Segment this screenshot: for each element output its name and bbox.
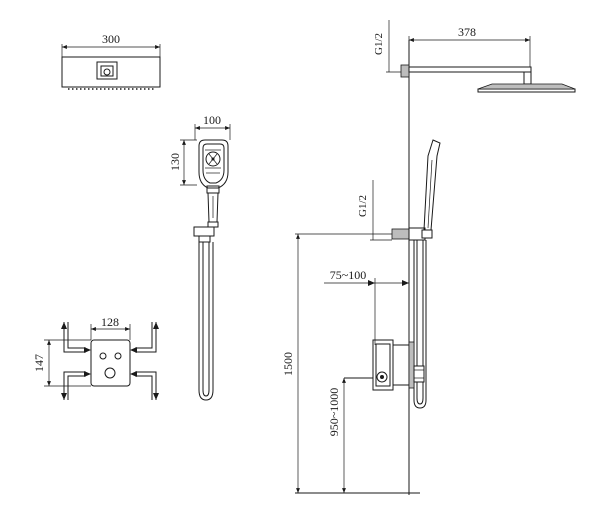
hand-height-label: 130: [168, 153, 182, 171]
shower-arm: [408, 66, 532, 73]
hand-shower-front-view: 100 130: [168, 113, 231, 401]
arm-thread-label: G1/2: [373, 33, 385, 55]
hand-shower-head-outline: [198, 139, 229, 189]
hand-width-label: 100: [203, 113, 221, 127]
valve-handle-side: [413, 365, 425, 383]
valve-width-label: 128: [101, 315, 119, 329]
hand-shower-side: [423, 139, 441, 231]
outlet-elbow: [391, 228, 410, 240]
valve-front-view: 128 147: [32, 315, 159, 400]
rain-head-side: [477, 88, 576, 93]
spray-pattern-lines: [205, 149, 221, 174]
head-top-view: 300: [61, 32, 161, 90]
temperature-knob-icon: [104, 367, 116, 379]
arm-wall-flange: [400, 64, 410, 78]
valve-trim-plate: [90, 339, 131, 387]
wall-elbow-outlet: [193, 226, 215, 237]
spray-face-icon: [205, 151, 221, 167]
side-hose: [413, 240, 427, 409]
valve-height-label: 147: [32, 354, 46, 372]
wall-depth-label: 75~100: [330, 268, 367, 282]
side-view: G1/2 378 G1/2 1500: [281, 20, 576, 495]
total-height-label: 1500: [281, 352, 295, 376]
hand-shower-neck: [206, 185, 220, 194]
diverter-button-right: [114, 352, 122, 360]
valve-height-range-label: 950~1000: [327, 388, 341, 437]
outlet-thread-label: G1/2: [357, 195, 369, 217]
head-swivel-joint: [523, 71, 532, 85]
head-width-label: 300: [102, 32, 120, 46]
diverter-button-left: [99, 352, 107, 360]
head-connector-block: [96, 61, 118, 80]
hose-outer: [198, 242, 214, 401]
arm-length-label: 378: [458, 25, 476, 39]
water-inlet-arrows: [61, 322, 159, 400]
valve-cartridge-icon: [376, 371, 388, 383]
valve-sleeve: [392, 344, 410, 386]
valve-trim-side: [408, 341, 415, 389]
